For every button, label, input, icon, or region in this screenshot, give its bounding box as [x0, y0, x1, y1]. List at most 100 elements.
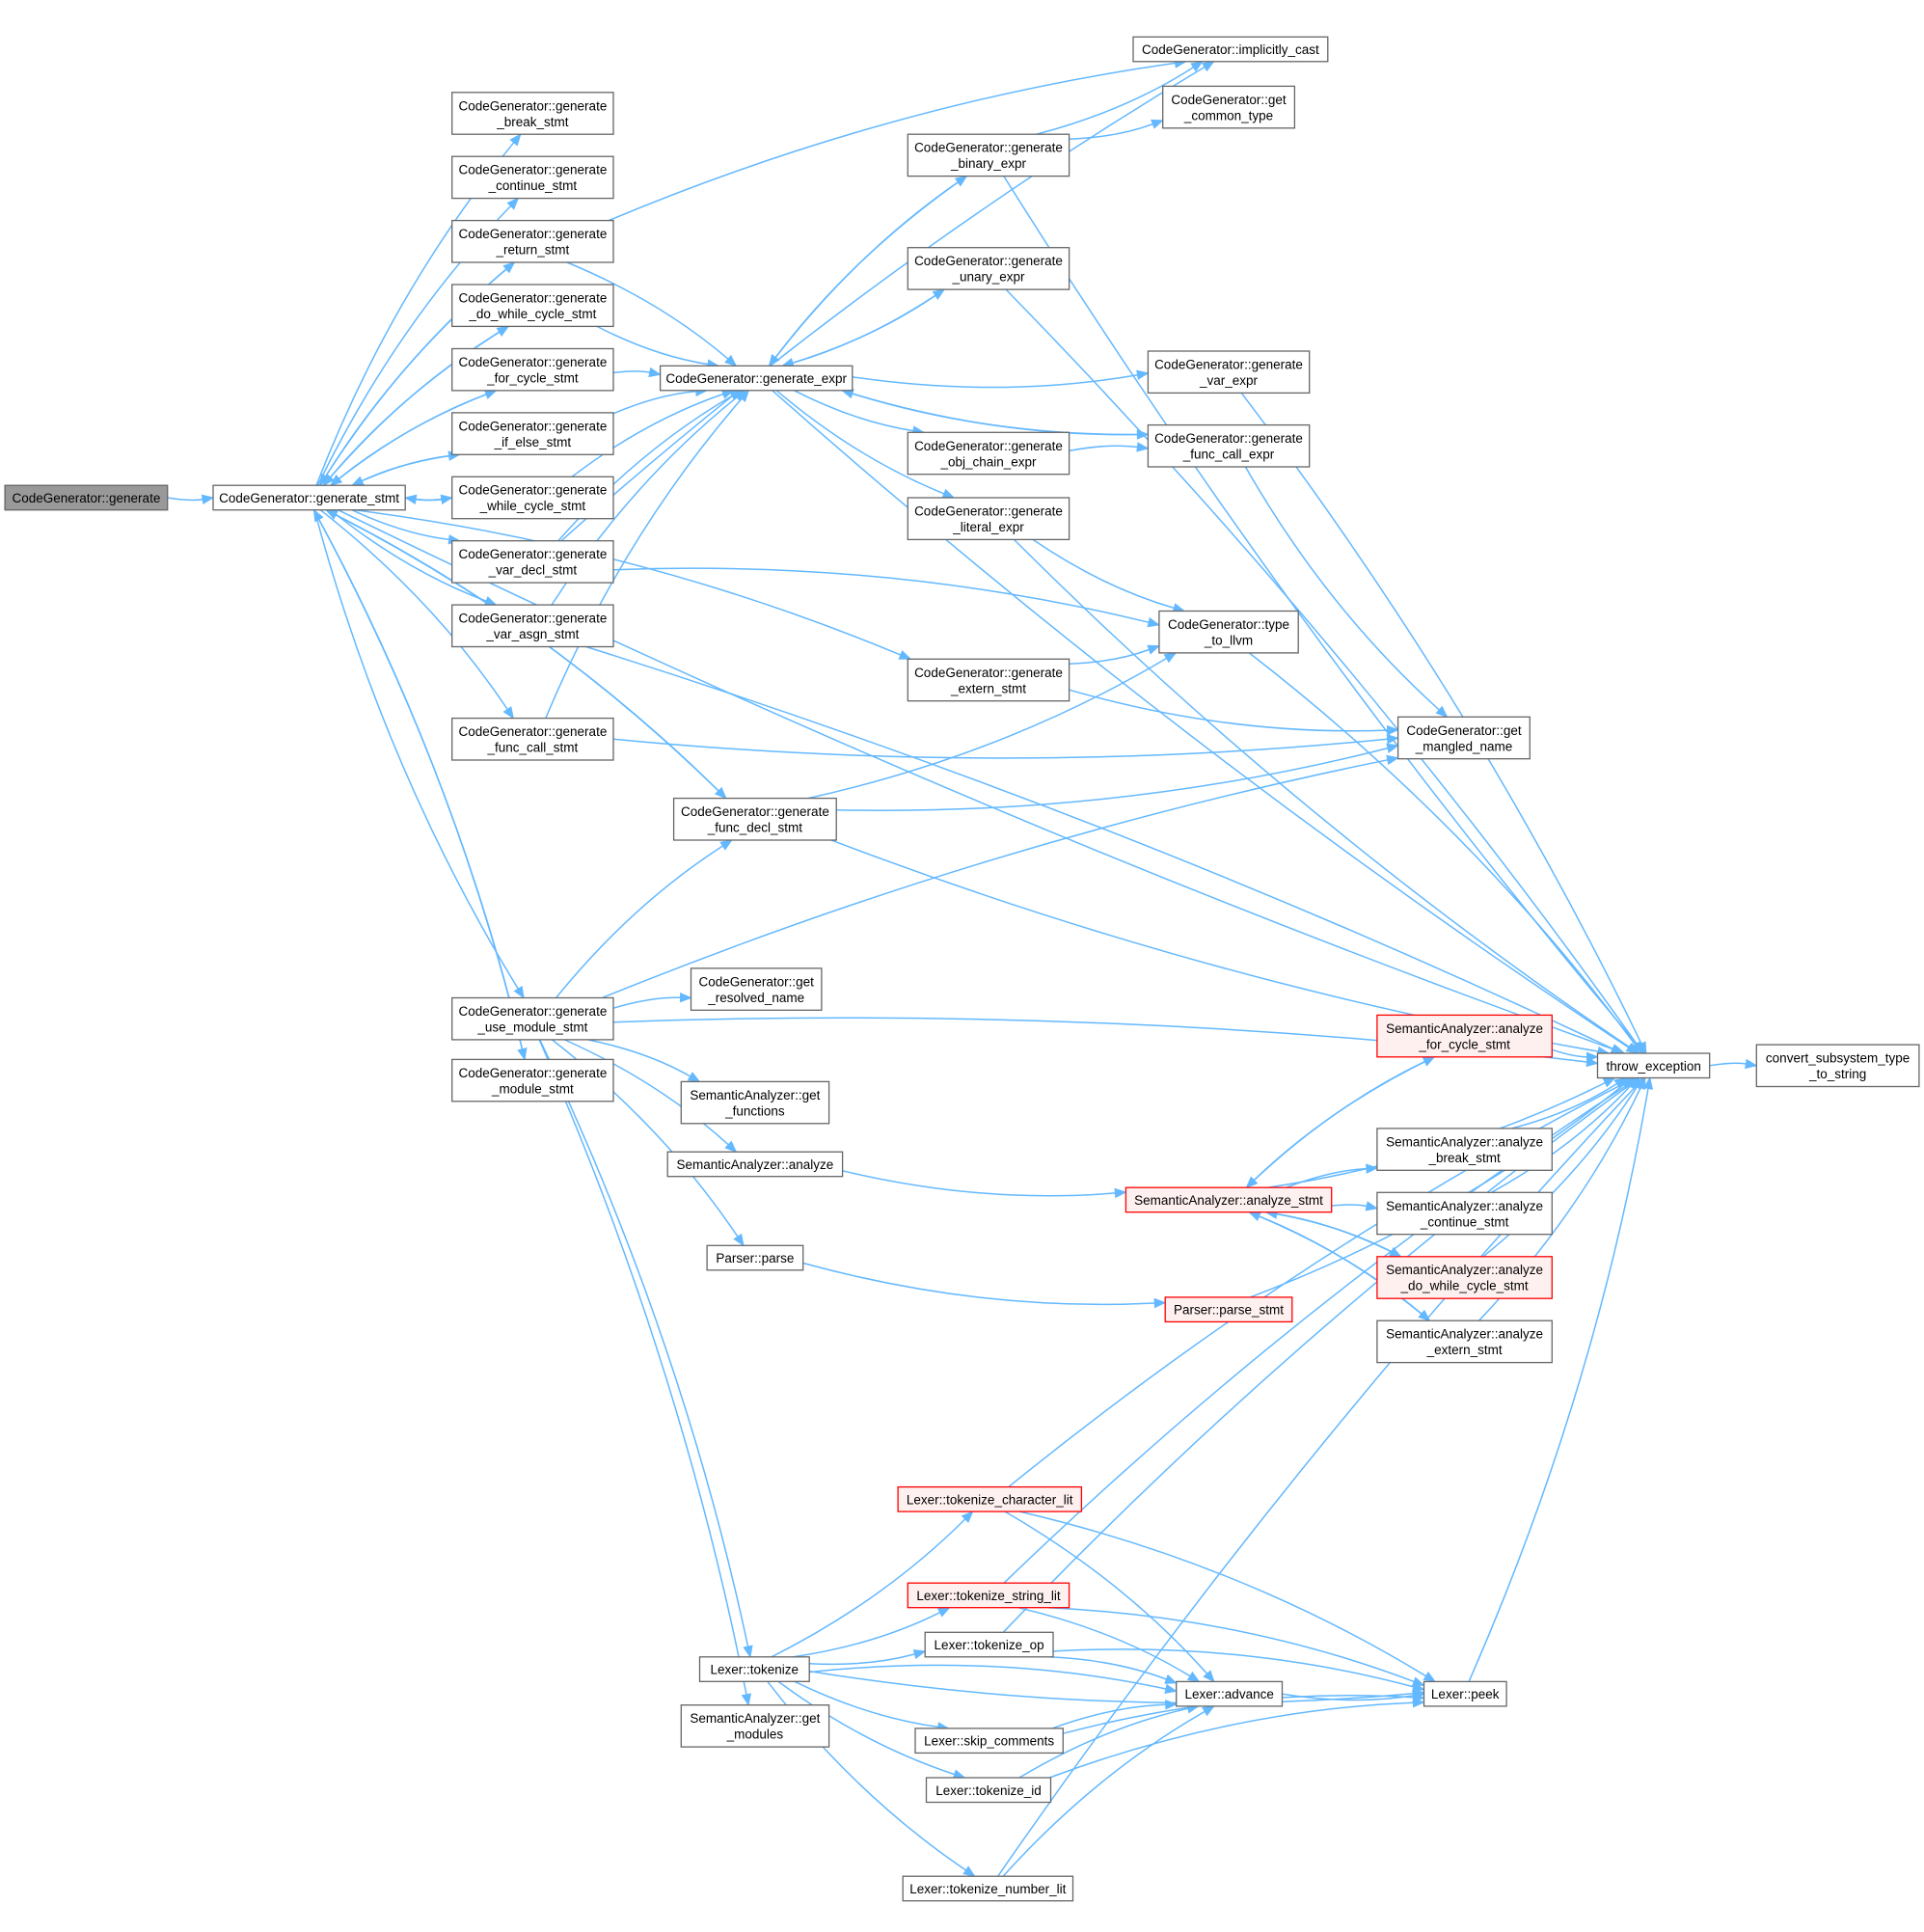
arrowhead-icon: [1412, 1681, 1425, 1692]
arrowhead-icon: [1136, 442, 1150, 452]
node-tokstr[interactable]: Lexer::tokenize_string_lit: [907, 1582, 1070, 1609]
arrowhead-icon: [912, 1649, 927, 1660]
edge-saforc-to-throwx: [1552, 1048, 1599, 1062]
node-toknum[interactable]: Lexer::tokenize_number_lit: [902, 1875, 1074, 1902]
edge-usemod-to-fdecl: [556, 839, 733, 998]
arrowhead-icon: [1423, 1671, 1437, 1683]
node-ifelse[interactable]: CodeGenerator::generate_if_else_stmt: [451, 412, 614, 455]
node-label: CodeGenerator::generate: [458, 98, 607, 113]
edge-ltok-to-tokchar: [771, 1510, 974, 1658]
node-pstmt[interactable]: Parser::parse_stmt: [1164, 1296, 1293, 1323]
node-saext[interactable]: SemanticAnalyzer::analyze_extern_stmt: [1376, 1320, 1553, 1364]
node-cont[interactable]: CodeGenerator::generate_continue_stmt: [451, 155, 614, 200]
edge-line: [585, 645, 1613, 1049]
edge-skipc-to-advance: [1051, 1699, 1179, 1729]
arrowhead-icon: [1585, 1051, 1599, 1062]
arrowhead-icon: [1602, 1077, 1616, 1088]
node-varasgn[interactable]: CodeGenerator::generate_var_asgn_stmt: [451, 604, 614, 648]
node-usemod[interactable]: CodeGenerator::generate_use_module_stmt: [451, 996, 614, 1041]
node-label: _break_stmt: [1427, 1151, 1501, 1165]
node-saforc[interactable]: SemanticAnalyzer::analyze_for_cycle_stmt: [1376, 1014, 1553, 1058]
arrowhead-icon: [687, 1072, 701, 1083]
edge-line: [807, 657, 1167, 800]
node-label: CodeGenerator::type: [1168, 617, 1289, 632]
node-modstmt[interactable]: CodeGenerator::generate_module_stmt: [451, 1058, 614, 1102]
node-box: [1596, 1052, 1711, 1079]
node-gen[interactable]: CodeGenerator::generate: [4, 484, 169, 511]
arrowhead-icon: [1386, 724, 1399, 736]
node-vardecl[interactable]: CodeGenerator::generate_var_decl_stmt: [451, 540, 614, 584]
edge-expr-to-fcallexpr: [842, 390, 1150, 440]
node-skipc[interactable]: Lexer::skip_comments: [914, 1728, 1064, 1755]
arrowhead-icon: [1201, 61, 1215, 72]
node-label: CodeGenerator::generate: [458, 1066, 607, 1080]
arrowhead-icon: [719, 839, 733, 851]
node-binexpr[interactable]: CodeGenerator::generate_binary_expr: [907, 133, 1070, 177]
node-throwx[interactable]: throw_exception: [1596, 1052, 1711, 1079]
node-peek[interactable]: Lexer::peek: [1423, 1680, 1507, 1707]
node-sabrk[interactable]: SemanticAnalyzer::analyze_break_stmt: [1376, 1128, 1553, 1171]
arrowhead-icon: [509, 133, 522, 147]
node-label: Parser::parse: [716, 1251, 794, 1265]
node-stmt[interactable]: CodeGenerator::generate_stmt: [212, 484, 406, 511]
edge-line: [852, 373, 1138, 389]
node-convsub[interactable]: convert_subsystem_type_to_string: [1755, 1044, 1920, 1088]
node-ret[interactable]: CodeGenerator::generate_return_stmt: [451, 219, 614, 263]
edge-sastmt-to-sacont: [1331, 1201, 1379, 1211]
node-sastmt[interactable]: SemanticAnalyzer::analyze_stmt: [1125, 1186, 1333, 1213]
arrowhead-icon: [1165, 1699, 1179, 1710]
node-label: _return_stmt: [496, 243, 570, 258]
edge-line: [1018, 1707, 1189, 1779]
node-dowhile[interactable]: CodeGenerator::generate_do_while_cycle_s…: [451, 284, 614, 328]
node-varexpr[interactable]: CodeGenerator::generate_var_expr: [1147, 350, 1311, 395]
node-box: [672, 797, 837, 841]
node-whilec[interactable]: CodeGenerator::generate_while_cycle_stmt: [451, 476, 614, 520]
edge-line: [612, 996, 681, 1009]
node-box: [659, 365, 854, 392]
node-litexpr[interactable]: CodeGenerator::generate_literal_expr: [907, 497, 1070, 541]
arrowhead-icon: [1245, 1176, 1259, 1189]
edge-binexpr-to-common: [1069, 119, 1164, 140]
node-safuncs[interactable]: SemanticAnalyzer::get_functions: [680, 1080, 830, 1125]
node-box: [907, 133, 1070, 177]
node-tokchar[interactable]: Lexer::tokenize_character_lit: [897, 1485, 1083, 1512]
node-pparse[interactable]: Parser::parse: [706, 1244, 804, 1271]
node-fcallexpr[interactable]: CodeGenerator::generate_func_call_expr: [1147, 423, 1311, 468]
node-expr[interactable]: CodeGenerator::generate_expr: [659, 365, 854, 392]
node-tokid[interactable]: Lexer::tokenize_id: [925, 1777, 1052, 1804]
node-sadowhile[interactable]: SemanticAnalyzer::analyze_do_while_cycle…: [1376, 1256, 1553, 1299]
node-extstmt[interactable]: CodeGenerator::generate_extern_stmt: [907, 658, 1070, 702]
edge-line: [319, 509, 508, 710]
node-sacont[interactable]: SemanticAnalyzer::analyze_continue_stmt: [1376, 1191, 1553, 1236]
arrowhead-icon: [737, 389, 750, 402]
node-objchain[interactable]: CodeGenerator::generate_obj_chain_expr: [907, 431, 1070, 476]
edge-line: [1491, 1085, 1632, 1193]
node-samods[interactable]: SemanticAnalyzer::get_modules: [680, 1704, 830, 1748]
node-box: [706, 1244, 804, 1271]
node-resolved[interactable]: CodeGenerator::get_resolved_name: [690, 967, 823, 1011]
edge-line: [539, 1039, 749, 1647]
node-advance[interactable]: Lexer::advance: [1176, 1680, 1284, 1707]
node-brk[interactable]: CodeGenerator::generate_break_stmt: [451, 92, 614, 135]
node-fdecl[interactable]: CodeGenerator::generate_func_decl_stmt: [672, 797, 837, 841]
arrowhead-icon: [898, 650, 912, 660]
node-common[interactable]: CodeGenerator::get_common_type: [1162, 85, 1296, 129]
node-mangled[interactable]: CodeGenerator::get_mangled_name: [1396, 716, 1531, 760]
node-label: SemanticAnalyzer::analyze: [1386, 1199, 1543, 1213]
node-forc[interactable]: CodeGenerator::generate_for_cycle_stmt: [451, 347, 614, 392]
node-typellvm[interactable]: CodeGenerator::type_to_llvm: [1158, 610, 1299, 654]
arrowhead-icon: [1631, 1041, 1642, 1055]
arrowhead-icon: [1412, 1697, 1425, 1708]
node-tokop[interactable]: Lexer::tokenize_op: [924, 1631, 1054, 1658]
node-implcast[interactable]: CodeGenerator::implicitly_cast: [1132, 36, 1329, 63]
node-saanalyze[interactable]: SemanticAnalyzer::analyze: [666, 1151, 844, 1178]
node-fcallstmt[interactable]: CodeGenerator::generate_func_call_stmt: [451, 717, 614, 761]
node-label: _module_stmt: [491, 1081, 574, 1096]
node-box: [451, 540, 614, 584]
edge-expr-to-objchain: [794, 390, 926, 436]
node-label: CodeGenerator::generate: [1154, 358, 1303, 372]
node-ltok[interactable]: Lexer::tokenize: [698, 1656, 810, 1682]
edge-tokstr-to-advance: [1018, 1607, 1201, 1683]
node-unexpr[interactable]: CodeGenerator::generate_unary_expr: [907, 247, 1070, 290]
node-box: [907, 497, 1070, 541]
